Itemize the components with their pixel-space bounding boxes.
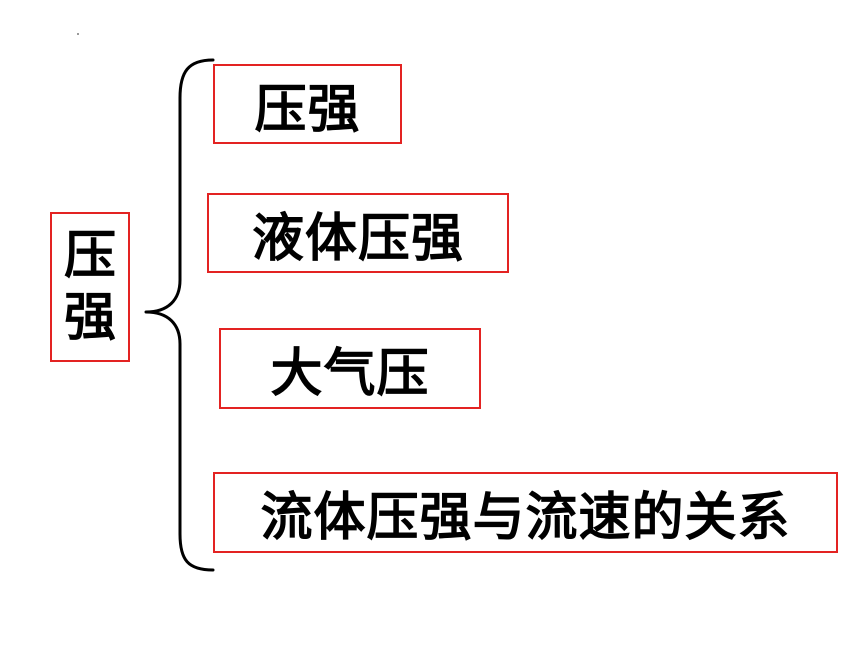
topic-label: 流体压强与流速的关系 [260, 488, 791, 548]
stray-dot [77, 33, 79, 35]
brace-path [144, 58, 215, 572]
root-concept-box: 压 强 [50, 212, 130, 362]
topic-box-atmospheric-pressure: 大气压 [219, 328, 481, 409]
topic-box-pressure: 压强 [213, 64, 402, 144]
topic-label: 液体压强 [251, 208, 464, 269]
topic-box-liquid-pressure: 液体压强 [207, 193, 509, 273]
root-char-2: 强 [63, 288, 116, 348]
root-char-1: 压 [63, 226, 116, 286]
topic-label: 大气压 [270, 344, 430, 404]
topic-box-fluid-pressure-velocity: 流体压强与流速的关系 [213, 472, 838, 553]
topic-label: 压强 [254, 79, 361, 140]
